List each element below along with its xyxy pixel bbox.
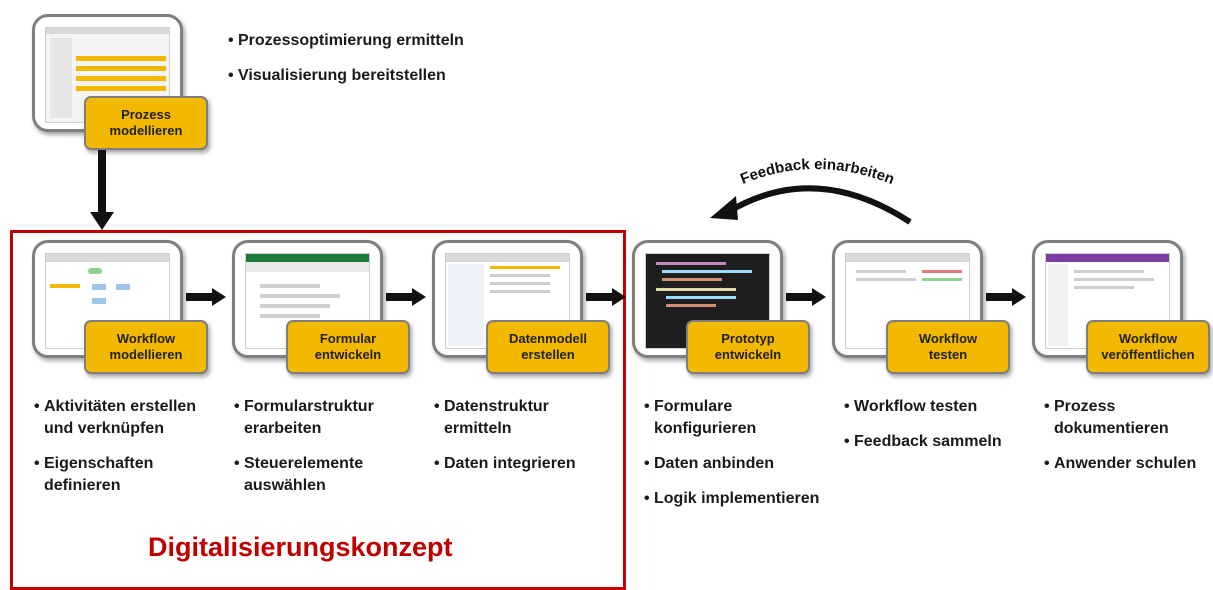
step-bullets-data-model: •Datenstruktur ermitteln •Daten integrie… (434, 396, 619, 488)
feedback-arrow: Feedback einarbeiten (710, 156, 912, 225)
bullet-item: •Logik implementieren (644, 490, 820, 507)
bullet-item: •Formulare konfigurieren (644, 398, 757, 437)
bullet-item: •Steuerelemente auswählen (234, 455, 364, 494)
bullet-item: •Formularstruktur erarbeiten (234, 398, 374, 437)
bullet-item: •Feedback sammeln (844, 433, 1002, 450)
step-label-workflow-model: Workflow modellieren (84, 320, 208, 374)
step-label-prototype: Prototyp entwickeln (686, 320, 810, 374)
down-arrow-icon (90, 150, 114, 230)
process-label-line2: modellieren (109, 123, 183, 138)
feedback-arc (726, 185, 912, 225)
bullet-item: •Aktivitäten erstellen und verknüpfen (34, 398, 197, 437)
step-bullets-publish: •Prozess dokumentieren •Anwender schulen (1044, 396, 1212, 488)
step-bullets-test: •Workflow testen •Feedback sammeln (844, 396, 1024, 466)
process-bullets: •Prozessoptimierung ermitteln •Visualisi… (228, 30, 528, 100)
process-label-line1: Prozess (121, 107, 171, 122)
process-label: Prozess modellieren (84, 96, 208, 150)
step-bullets-form: •Formularstruktur erarbeiten •Steuerelem… (234, 396, 419, 510)
bullet-item: •Daten integrieren (434, 455, 576, 472)
right-arrow-icon (186, 288, 226, 306)
step-label-form: Formular entwickeln (286, 320, 410, 374)
bullet-item: •Daten anbinden (644, 455, 775, 472)
right-arrow-icon (586, 288, 626, 306)
step-bullets-prototype: •Formulare konfigurieren •Daten anbinden… (644, 396, 834, 523)
bullet-item: •Visualisierung bereitstellen (228, 67, 446, 84)
bullet-item: •Prozess dokumentieren (1044, 398, 1169, 437)
concept-label: Digitalisierungskonzept (148, 532, 453, 562)
feedback-arrowhead-icon (710, 196, 738, 220)
bullet-item: •Datenstruktur ermitteln (434, 398, 549, 437)
bullet-item: •Anwender schulen (1044, 455, 1197, 472)
step-bullets-workflow-model: •Aktivitäten erstellen und verknüpfen •E… (34, 396, 219, 510)
bullet-item: •Prozessoptimierung ermitteln (228, 32, 464, 49)
right-arrow-icon (786, 288, 826, 306)
bullet-item: •Workflow testen (844, 398, 978, 415)
step-label-test: Workflow testen (886, 320, 1010, 374)
feedback-label: Feedback einarbeiten (738, 156, 897, 188)
bullet-item: •Eigenschaften definieren (34, 455, 154, 494)
step-label-data-model: Datenmodell erstellen (486, 320, 610, 374)
right-arrow-icon (986, 288, 1026, 306)
right-arrow-icon (386, 288, 426, 306)
step-label-publish: Workflow veröffentlichen (1086, 320, 1210, 374)
